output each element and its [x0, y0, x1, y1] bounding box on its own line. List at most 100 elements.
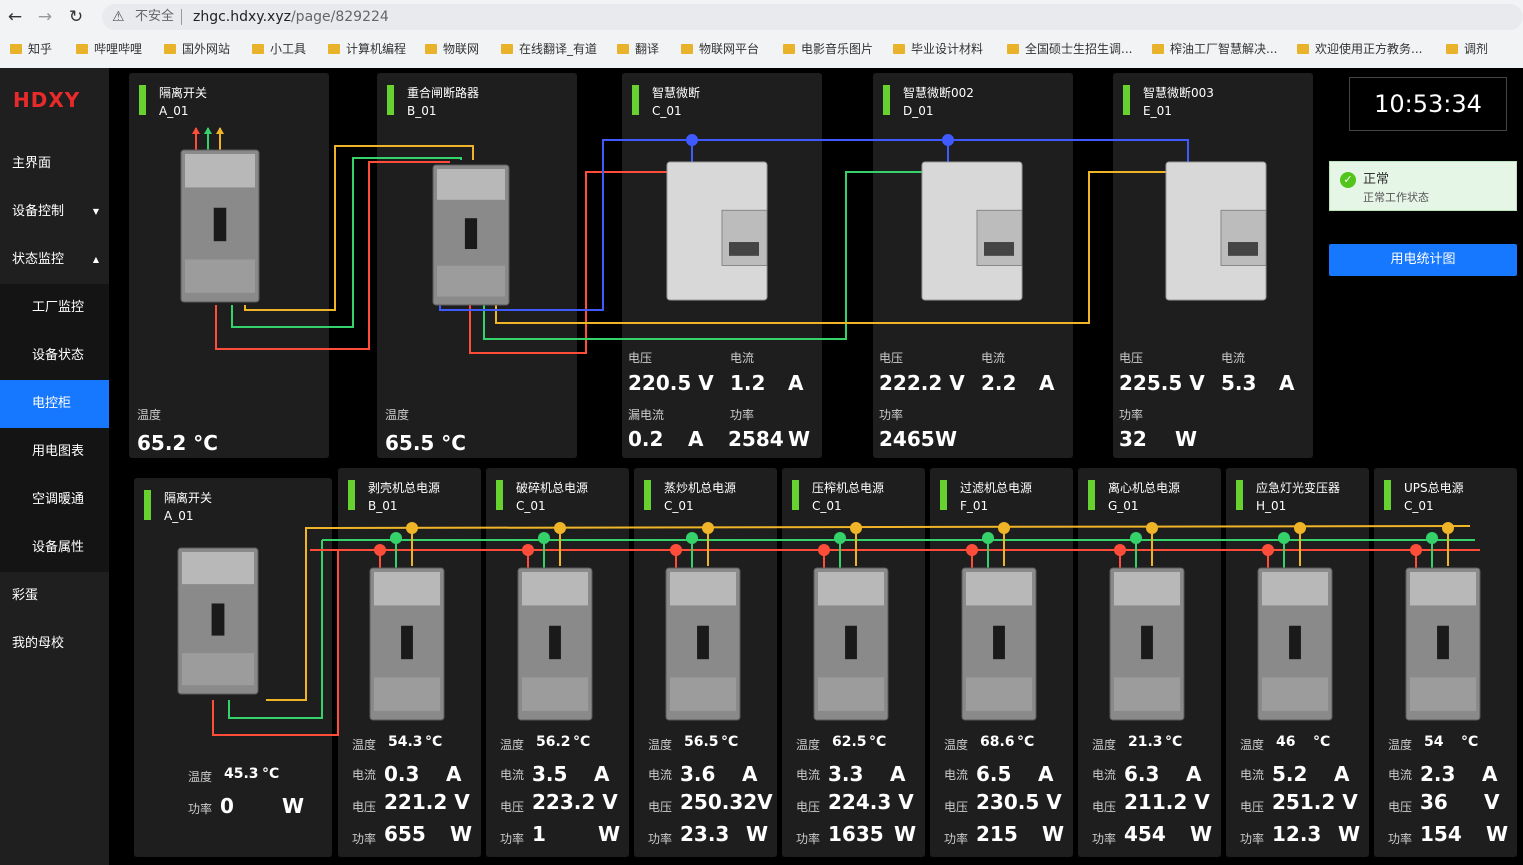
sidebar-item-device-props[interactable]: 设备属性 [0, 524, 109, 572]
temp-unit: °C [262, 766, 280, 782]
power-value: 23.3 [680, 822, 730, 846]
folder-icon [501, 44, 513, 54]
sidebar-item-device-status[interactable]: 设备状态 [0, 332, 109, 380]
sidebar: HDXY 主界面设备控制▼状态监控▲工厂监控设备状态电控柜用电图表空调暖通设备属… [0, 68, 109, 865]
power-unit: W [935, 427, 958, 451]
power-chart-button[interactable]: 用电统计图 [1329, 244, 1517, 276]
sidebar-item-label: 状态监控 [12, 252, 65, 267]
forward-icon[interactable]: → [37, 7, 53, 27]
power-value: 454 [1124, 822, 1166, 846]
folder-icon [1152, 44, 1164, 54]
status-indicator [139, 85, 146, 115]
bookmark-label: 全国硕士生招生调... [1025, 42, 1133, 56]
reload-icon[interactable]: ↻ [68, 7, 84, 27]
current-unit: A [1334, 762, 1350, 786]
leak-label: 漏电流 [628, 408, 665, 422]
temp-label: 温度 [352, 738, 377, 752]
sidebar-item-factory-monitor[interactable]: 工厂监控 [0, 284, 109, 332]
bookmark-label: 在线翻译_有道 [519, 42, 598, 56]
current-unit: A [1186, 762, 1202, 786]
bookmark-label: 调剂 [1464, 42, 1489, 56]
status-indicator [792, 480, 799, 510]
temp-label: 温度 [1388, 738, 1413, 752]
bookmark-item[interactable]: 物联网平台 [681, 37, 759, 61]
current-unit: A [742, 762, 758, 786]
power-value: 2465 [879, 427, 935, 451]
url-path: /page/829224 [290, 9, 389, 25]
sidebar-item-status-monitor[interactable]: 状态监控▲ [0, 236, 109, 284]
sidebar-item-hvac[interactable]: 空调暖通 [0, 476, 109, 524]
bookmark-item[interactable]: 毕业设计材料 [893, 37, 983, 61]
bookmark-item[interactable]: 榨油工厂智慧解决... [1152, 37, 1277, 61]
bookmark-item[interactable]: 调剂 [1446, 37, 1488, 61]
bookmark-item[interactable]: 全国硕士生招生调... [1007, 37, 1132, 61]
browser-chrome: ← → ↻ ⚠ 不安全 zhgc.hdxy.xyz/page/829224 知乎… [0, 0, 1523, 68]
temp-value: 65.5 °C [385, 431, 466, 455]
sidebar-item-device-control[interactable]: 设备控制▼ [0, 188, 109, 236]
temp-unit: °C [573, 734, 591, 750]
device-id: D_01 [903, 104, 934, 118]
temp-value: 45.3 [224, 766, 259, 782]
voltage-value: 225.5 V [1119, 371, 1205, 395]
device-name: 应急灯光变压器 [1256, 481, 1341, 495]
address-bar[interactable]: ⚠ 不安全 zhgc.hdxy.xyz/page/829224 [102, 4, 1523, 30]
temp-unit: °C [1313, 734, 1331, 750]
current-label: 电流 [730, 351, 755, 365]
voltage-value: 36 [1420, 790, 1448, 814]
power-label: 功率 [1119, 408, 1144, 422]
bookmark-label: 国外网站 [182, 42, 231, 56]
bookmark-item[interactable]: 电影音乐图片 [783, 37, 873, 61]
bookmark-item[interactable]: 物联网 [425, 37, 479, 61]
sidebar-item-main[interactable]: 主界面 [0, 140, 109, 188]
current-unit: A [788, 371, 804, 395]
current-label: 电流 [944, 768, 969, 782]
voltage-value: 211.2 V [1124, 790, 1210, 814]
bookmark-item[interactable]: 计算机编程 [328, 37, 406, 61]
bookmark-label: 计算机编程 [346, 42, 407, 56]
device-id: A_01 [164, 509, 194, 523]
bookmark-label: 毕业设计材料 [911, 42, 984, 56]
sidebar-item-control-cabinet[interactable]: 电控柜 [0, 380, 109, 428]
bookmark-item[interactable]: 哔哩哔哩 [76, 37, 142, 61]
bookmark-item[interactable]: 小工具 [252, 37, 306, 61]
bookmark-item[interactable]: 欢迎使用正方教务... [1297, 37, 1422, 61]
sidebar-item-label: 工厂监控 [32, 300, 85, 315]
status-indicator [387, 85, 394, 115]
current-label: 电流 [500, 768, 525, 782]
sidebar-item-power-chart[interactable]: 用电图表 [0, 428, 109, 476]
bookmark-item[interactable]: 国外网站 [164, 37, 230, 61]
leak-value: 0.2 [628, 427, 664, 451]
device-id: C_01 [1404, 499, 1434, 513]
voltage-label: 电压 [500, 800, 525, 814]
power-label: 功率 [1092, 832, 1117, 846]
back-icon[interactable]: ← [7, 7, 23, 27]
sidebar-item-alma-mater[interactable]: 我的母校 [0, 620, 109, 668]
current-unit: A [1482, 762, 1498, 786]
temp-label: 温度 [385, 408, 410, 422]
bookmark-item[interactable]: 在线翻译_有道 [501, 37, 597, 61]
sidebar-item-label: 空调暖通 [32, 492, 85, 507]
bookmark-item[interactable]: 知乎 [10, 37, 52, 61]
current-value: 3.6 [680, 762, 716, 786]
device-name: 隔离开关 [164, 491, 213, 505]
temp-label: 温度 [500, 738, 525, 752]
bookmark-item[interactable]: 翻译 [617, 37, 659, 61]
current-value: 1.2 [730, 371, 766, 395]
bookmark-label: 物联网 [443, 42, 480, 56]
sidebar-item-easter-egg[interactable]: 彩蛋 [0, 572, 109, 620]
power-unit: W [598, 822, 621, 846]
